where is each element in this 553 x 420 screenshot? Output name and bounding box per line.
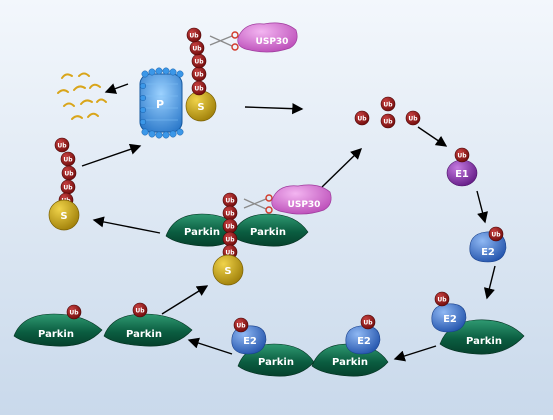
- arrow-proteasome-to-peptides: [104, 83, 129, 94]
- arrow-e2-parkin-to-dimer: [393, 345, 437, 362]
- arrow-substrate-to-proteasome: [81, 143, 142, 167]
- proteasome-substrate: S: [185, 90, 217, 122]
- svg-text:S: S: [60, 211, 67, 222]
- svg-text:Ub: Ub: [135, 308, 145, 315]
- svg-text:Ub: Ub: [357, 116, 367, 123]
- parkin-dimer-ub: Parkin Parkin Ub Ub: [13, 302, 193, 347]
- svg-text:Ub: Ub: [383, 102, 393, 109]
- e2-label: E2: [481, 247, 495, 258]
- arrow-dimer-to-parkin-dimer: [187, 337, 233, 355]
- svg-text:Ub: Ub: [64, 171, 74, 178]
- e2-parkin-complex: Parkin E2 Ub: [431, 291, 525, 355]
- svg-text:Ub: Ub: [194, 86, 204, 93]
- arrow-ub-to-e1: [417, 126, 448, 147]
- arrow-parkin-to-ubiquitination: [161, 285, 209, 315]
- svg-text:Ub: Ub: [225, 211, 235, 218]
- ub-chain-top: Ub Ub Ub Ub Ub: [186, 27, 207, 96]
- svg-text:Ub: Ub: [194, 72, 204, 79]
- arrows: [81, 83, 496, 362]
- arrow-e2-to-parkin-complex: [483, 265, 496, 300]
- svg-text:Parkin: Parkin: [250, 227, 286, 238]
- svg-text:Ub: Ub: [57, 143, 67, 150]
- arrow-complex-to-ub-substrate: [92, 216, 161, 234]
- scissors-icon: [243, 194, 273, 214]
- svg-text:S: S: [224, 266, 231, 277]
- svg-text:Ub: Ub: [189, 33, 199, 40]
- central-ubiquitination-complex: Parkin Parkin Ub Ub Ub Ub Ub S: [165, 192, 309, 286]
- free-ubiquitin: Ub Ub Ub Ub: [354, 96, 421, 129]
- svg-text:Parkin: Parkin: [126, 329, 162, 340]
- svg-text:Ub: Ub: [69, 310, 79, 317]
- svg-text:Ub: Ub: [363, 320, 373, 327]
- svg-text:Ub: Ub: [192, 46, 202, 53]
- ubiquitinated-substrate: Ub Ub Ub Ub Ub S: [48, 137, 80, 231]
- svg-text:Ub: Ub: [236, 323, 246, 330]
- svg-text:Ub: Ub: [491, 232, 501, 239]
- svg-text:Ub: Ub: [225, 237, 235, 244]
- usp30-enzyme-middle: USP30: [271, 184, 332, 215]
- svg-text:Parkin: Parkin: [258, 357, 294, 368]
- svg-text:Parkin: Parkin: [332, 357, 368, 368]
- arrow-proteasome-to-free-ub: [244, 103, 304, 115]
- svg-text:Ub: Ub: [383, 119, 393, 126]
- svg-text:Parkin: Parkin: [184, 227, 220, 238]
- usp30-enzyme-top: USP30: [237, 22, 298, 53]
- parkin-dimer-e2-loaded: Parkin Parkin E2 Ub E2 Ub: [231, 314, 389, 377]
- svg-text:E2: E2: [357, 336, 371, 347]
- e1-enzyme: E1 Ub: [446, 147, 478, 187]
- substrate-label: S: [197, 102, 204, 113]
- svg-text:Ub: Ub: [194, 59, 204, 66]
- usp30-label: USP30: [256, 37, 289, 47]
- svg-text:Ub: Ub: [63, 185, 73, 192]
- e2-enzyme-free: E2 Ub: [469, 226, 507, 263]
- parkin-label: Parkin: [466, 336, 502, 347]
- svg-text:Ub: Ub: [225, 224, 235, 231]
- svg-text:Ub: Ub: [225, 250, 235, 257]
- e1-label: E1: [455, 169, 469, 180]
- peptide-fragments: [57, 72, 107, 120]
- svg-text:Ub: Ub: [225, 198, 235, 205]
- proteasome-label: P: [156, 98, 164, 111]
- svg-text:Parkin: Parkin: [38, 329, 74, 340]
- svg-text:E2: E2: [243, 336, 257, 347]
- scissors-icon: [209, 31, 239, 51]
- arrow-usp30-to-free-ub: [321, 148, 363, 188]
- proteasome: P: [139, 67, 184, 139]
- svg-text:Ub: Ub: [63, 157, 73, 164]
- svg-text:E2: E2: [443, 314, 457, 325]
- svg-text:USP30: USP30: [288, 200, 321, 210]
- arrow-e1-to-e2: [476, 190, 488, 224]
- svg-text:Ub: Ub: [408, 116, 418, 123]
- svg-text:Ub: Ub: [457, 153, 467, 160]
- svg-text:Ub: Ub: [437, 297, 447, 304]
